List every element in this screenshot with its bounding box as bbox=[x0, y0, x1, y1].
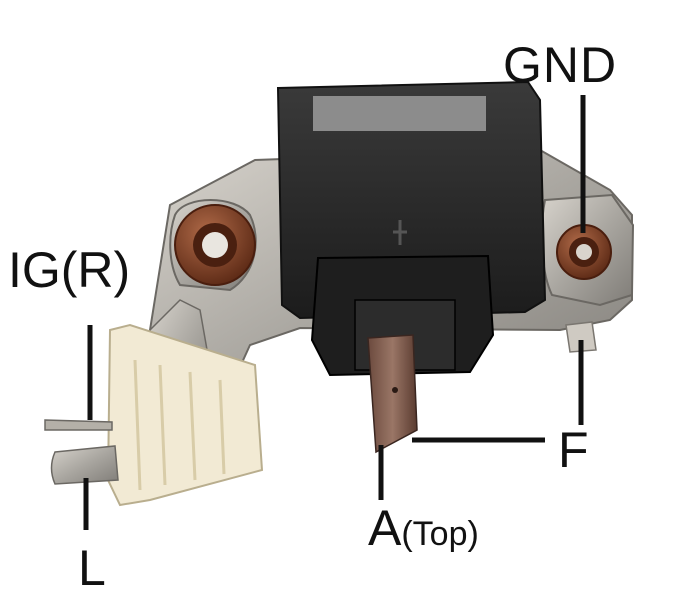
housing-label-patch bbox=[313, 96, 486, 131]
right-grommet bbox=[556, 224, 612, 280]
label-l: L bbox=[78, 540, 106, 596]
cream-connector-ribs bbox=[133, 359, 226, 491]
label-a: A bbox=[368, 500, 402, 556]
a-terminal-hole bbox=[392, 387, 398, 393]
label-ig-r: IG(R) bbox=[8, 242, 131, 298]
label-gnd: GND bbox=[503, 37, 618, 93]
f-terminal bbox=[565, 321, 597, 353]
left-grommet bbox=[174, 204, 256, 286]
housing-mark bbox=[393, 220, 407, 245]
l-blade bbox=[50, 445, 119, 485]
label-a-top: A(Top) bbox=[368, 503, 479, 553]
ig-pin bbox=[44, 419, 113, 431]
label-a-sub: (Top) bbox=[401, 515, 479, 553]
label-f: F bbox=[558, 422, 589, 478]
a-terminal bbox=[367, 334, 418, 454]
